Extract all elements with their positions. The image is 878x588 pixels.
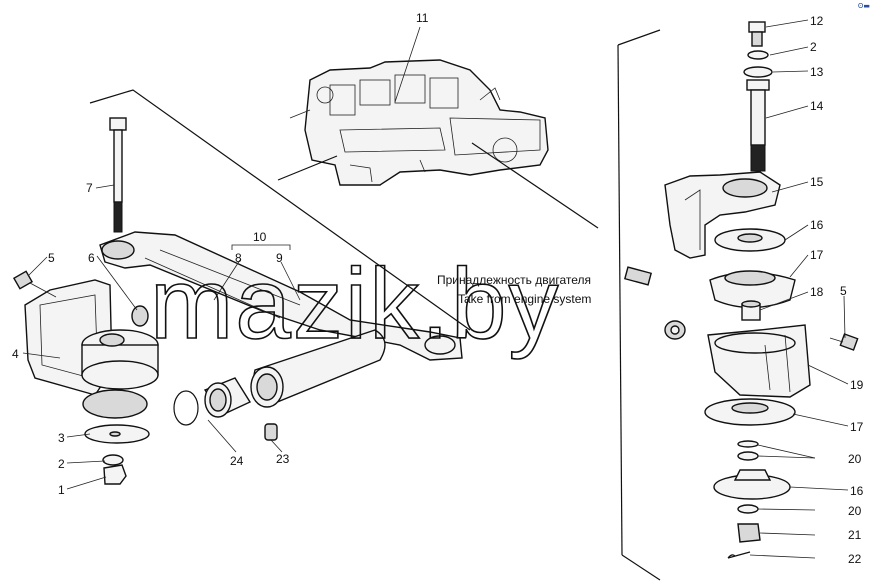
callout-12: 12 <box>810 14 824 28</box>
callout-16-upper: 16 <box>810 218 824 232</box>
callout-8: 8 <box>235 251 242 265</box>
washer-2-icon <box>747 50 769 60</box>
lower-bracket-icon <box>707 324 811 398</box>
note-ru: Принадлежность двигателя <box>437 273 591 287</box>
pad-upper-icon <box>714 228 786 252</box>
washer-20c-icon <box>737 504 759 514</box>
callout-15: 15 <box>810 175 824 189</box>
leader-engine-right <box>471 142 599 229</box>
washer-20b-icon <box>737 451 759 461</box>
long-bolt-14-icon <box>746 79 770 172</box>
castle-nut-icon <box>737 523 761 543</box>
washer-icon <box>84 424 150 444</box>
callout-6: 6 <box>88 251 95 265</box>
hex-nut-icon <box>103 464 127 485</box>
cushion-upper-icon <box>709 270 796 309</box>
engine-icon <box>289 59 549 186</box>
callout-2: 2 <box>58 457 65 471</box>
callout-2-right: 2 <box>810 40 817 54</box>
callout-9: 9 <box>276 251 283 265</box>
callout-18: 18 <box>810 285 824 299</box>
side-bolt-left-icon <box>623 266 653 286</box>
snap-ring-icon <box>173 390 199 426</box>
callout-7: 7 <box>86 181 93 195</box>
sleeve-icon <box>203 377 252 418</box>
long-bolt-icon <box>109 117 127 233</box>
divider-line-right <box>617 44 623 556</box>
split-pin-icon <box>727 551 751 559</box>
callout-5: 5 <box>48 251 55 265</box>
callout-1: 1 <box>58 483 65 497</box>
callout-20-lower: 20 <box>848 504 862 518</box>
callout-20-upper: 20 <box>848 452 862 466</box>
callout-14: 14 <box>810 99 824 113</box>
top-bolt-icon <box>748 21 766 47</box>
small-washer-icon <box>102 454 124 466</box>
bracket-arm-icon <box>99 231 463 361</box>
callout-3: 3 <box>58 431 65 445</box>
upper-bracket-icon <box>664 171 781 259</box>
callout-17-upper: 17 <box>810 248 824 262</box>
pad-16-lower-icon <box>713 469 791 500</box>
leader-lines <box>22 19 849 559</box>
callout-16-lower: 16 <box>850 484 864 498</box>
callout-23: 23 <box>276 452 290 466</box>
plug-icon <box>264 423 278 441</box>
nut-right-icon <box>664 320 686 340</box>
watermark: mazik.by <box>150 248 561 360</box>
callout-19: 19 <box>850 378 864 392</box>
callout-24: 24 <box>230 454 244 468</box>
callout-5-right: 5 <box>840 284 847 298</box>
callout-17-lower: 17 <box>850 420 864 434</box>
note-en: Take from engine system <box>458 292 591 306</box>
side-bolt-icon <box>12 270 57 298</box>
callout-13: 13 <box>810 65 824 79</box>
pad-lower-icon <box>704 398 796 426</box>
callout-10: 10 <box>253 230 267 244</box>
divider-line-right-top <box>617 29 661 46</box>
nut-icon <box>131 305 149 327</box>
cushion-icon <box>81 329 159 419</box>
callout-22: 22 <box>848 552 862 566</box>
bushing-icon <box>250 329 386 408</box>
washer-20a-icon <box>737 440 759 448</box>
divider-line-right-bottom <box>621 554 661 581</box>
corner-mark: ʘ▬ <box>857 2 870 10</box>
bushing-18-icon <box>741 300 761 321</box>
callout-4: 4 <box>12 347 19 361</box>
side-bolt-right-icon <box>829 333 859 351</box>
leader-engine-left <box>277 155 338 181</box>
callout-11: 11 <box>416 11 429 25</box>
washer-13-icon <box>743 66 773 78</box>
divider-line-left <box>89 89 471 331</box>
callout-21: 21 <box>848 528 862 542</box>
